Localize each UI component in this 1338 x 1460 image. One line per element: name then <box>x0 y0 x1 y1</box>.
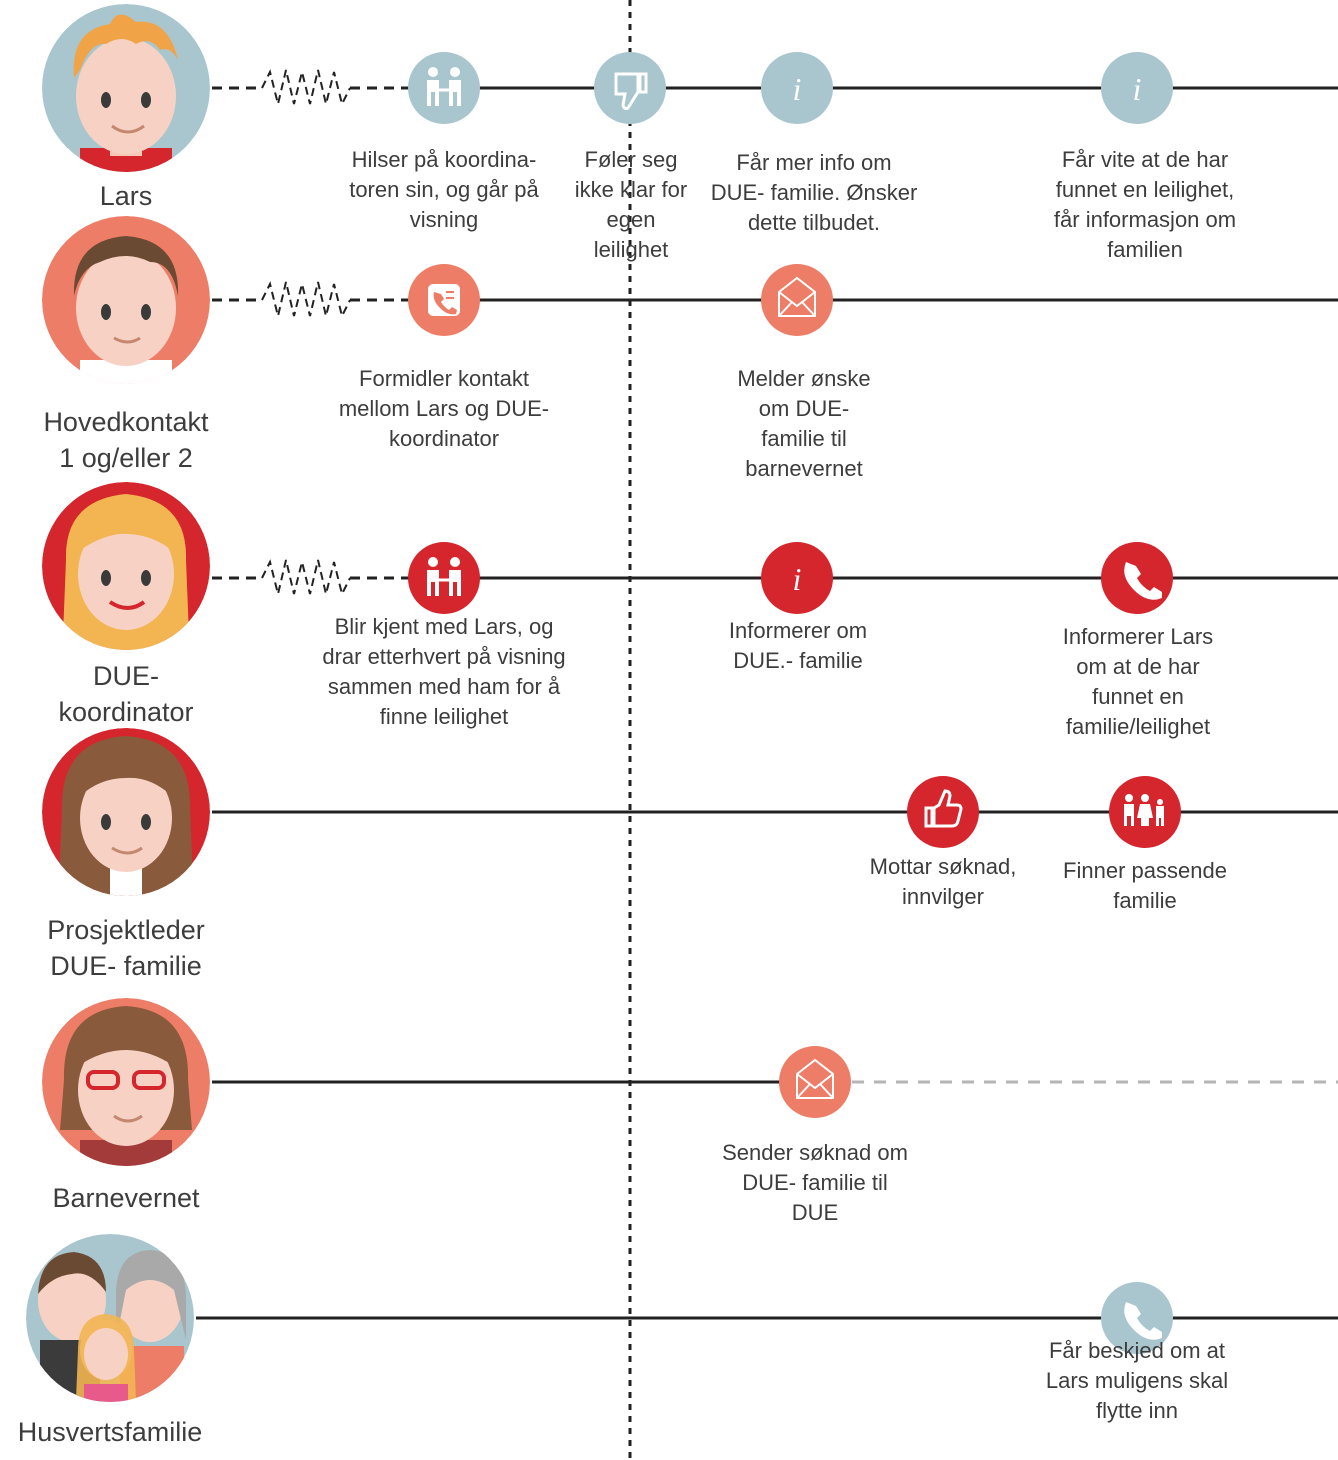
event-label: Sender søknad om DUE- familie til DUE <box>722 1140 908 1225</box>
envelope-icon <box>779 1046 851 1118</box>
hovedkontakt-zigzag <box>261 281 351 319</box>
event-label: Hilser på koordina- toren sin, og går på… <box>349 147 539 232</box>
event-label: Føler seg ikke klar for egen leilighet <box>574 147 688 262</box>
event-label: Blir kjent med Lars, og drar etterhvert … <box>322 614 566 729</box>
svg-text:i: i <box>793 71 802 107</box>
actor-name-hovedkontakt: Hovedkontakt 1 og/eller 2 <box>43 407 209 473</box>
handshake-icon <box>408 542 480 614</box>
due-events: i <box>408 542 1173 614</box>
event-label: Informerer om DUE.- familie <box>728 618 868 673</box>
lars-events: i i <box>408 52 1173 124</box>
actor-name-barnevernet: Barnevernet <box>52 1183 200 1213</box>
barnevernet-events <box>779 1046 851 1118</box>
phone-contact-icon <box>408 264 480 336</box>
husvert-events <box>1101 1282 1173 1354</box>
svg-text:i: i <box>1133 71 1142 107</box>
woman-blonde-avatar <box>42 482 210 650</box>
event-label: Finner passende familie <box>1063 858 1227 913</box>
thumbs-down-icon <box>594 52 666 124</box>
phone-icon <box>1101 542 1173 614</box>
boy-blond-avatar <box>42 4 210 172</box>
actor-name-prosjekt: Prosjektleder DUE- familie <box>47 915 205 981</box>
event-label: Får vite at de har funnet en leilighet, … <box>1053 147 1237 262</box>
prosjekt-events <box>907 776 1181 848</box>
family-icon <box>1109 776 1181 848</box>
woman-glasses-avatar <box>42 998 210 1166</box>
event-label: Får mer info om DUE- familie. Ønsker det… <box>710 150 918 235</box>
event-label: Informerer Lars om at de har funnet en f… <box>1062 624 1214 739</box>
svg-text:i: i <box>793 561 802 597</box>
woman-brown-curly-avatar <box>42 728 210 896</box>
event-label: Formidler kontakt mellom Lars og DUE- ko… <box>338 366 550 451</box>
lars-zigzag <box>261 69 351 107</box>
actor-name-lars: Lars <box>99 181 153 211</box>
actor-name-due: DUE- koordinator <box>58 661 194 727</box>
actor-name-husvert: Husvertsfamilie <box>17 1417 203 1447</box>
envelope-icon <box>761 264 833 336</box>
event-label: Mottar søknad, innvilger <box>869 854 1017 909</box>
family-avatar <box>26 1234 194 1402</box>
info-icon: i <box>761 542 833 614</box>
thumbs-up-icon <box>907 776 979 848</box>
man-brown-hair-avatar <box>42 216 210 384</box>
event-label: Melder ønske om DUE- familie til barneve… <box>737 366 871 481</box>
info-icon: i <box>1101 52 1173 124</box>
due-zigzag <box>261 559 351 597</box>
hovedkontakt-events <box>408 264 833 336</box>
phone-icon <box>1101 1282 1173 1354</box>
handshake-icon <box>408 52 480 124</box>
info-icon: i <box>761 52 833 124</box>
event-label: Får beskjed om at Lars muligens skal fly… <box>1045 1338 1229 1423</box>
